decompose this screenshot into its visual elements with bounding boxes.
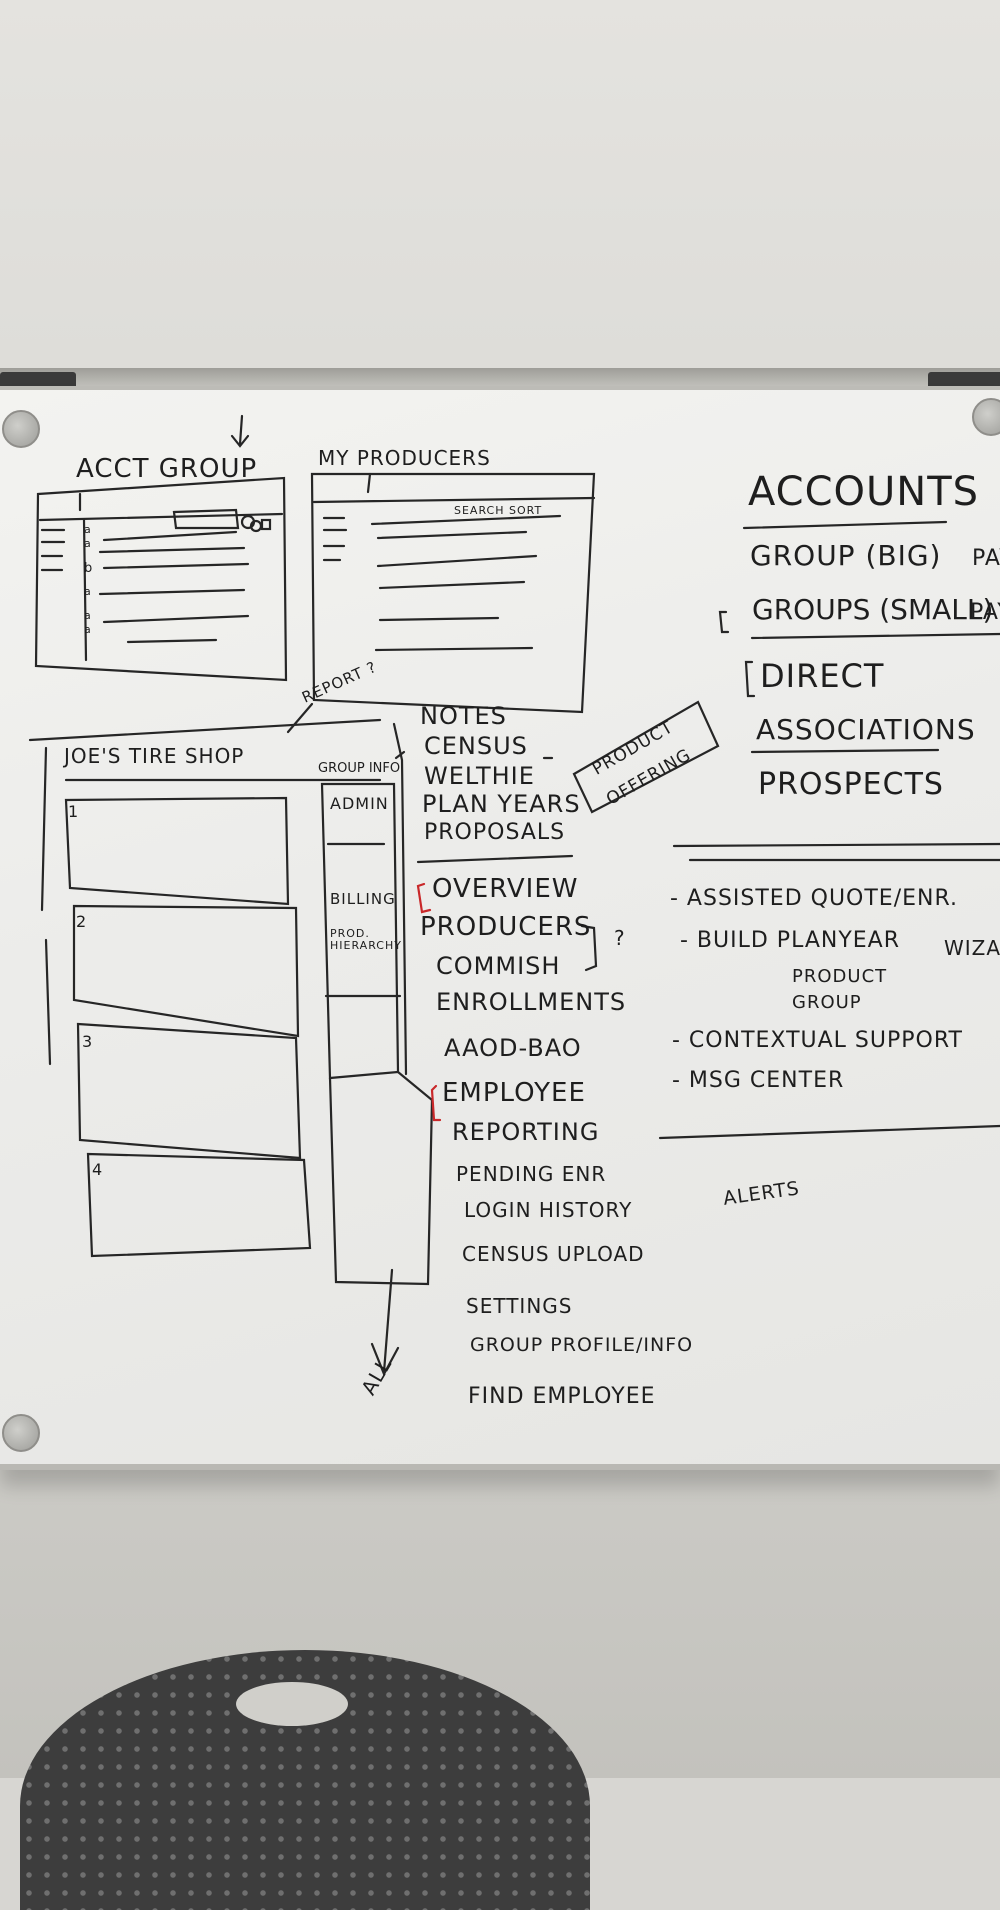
accounts-item: PROSPECTS [758, 767, 944, 802]
question-mark: ? [614, 926, 626, 950]
menu-item: PLAN YEARS [422, 790, 581, 818]
menu-item: FIND EMPLOYEE [468, 1384, 656, 1409]
feature-assisted-quote: - ASSISTED QUOTE/ENR. [670, 886, 958, 911]
feature-msg-center: - MSG CENTER [672, 1068, 845, 1093]
acct-group-row-marker: a [84, 623, 92, 636]
my-producers-title: MY PRODUCERS [318, 446, 491, 470]
menu-item: PROPOSALS [424, 820, 566, 845]
menu-item: PRODUCERS [420, 912, 592, 942]
side-menu-billing: BILLING [330, 890, 396, 908]
panel-number: 2 [76, 912, 88, 931]
feature-wizard: WIZAR [944, 936, 1000, 960]
acct-group-row-marker: a [84, 523, 92, 536]
menu-item: CENSUS [424, 732, 528, 760]
menu-item: AAOD-BAO [444, 1034, 582, 1062]
menu-item: WELTHIE [424, 762, 535, 790]
panel-number: 3 [82, 1032, 94, 1051]
board-screw-bottom-left [2, 1414, 40, 1452]
board-screw-top-left [2, 410, 40, 448]
accounts-item-suffix: PAY [972, 546, 1000, 571]
menu-item: SETTINGS [466, 1294, 573, 1318]
board-screw-top-right [972, 398, 1000, 436]
accounts-item: ASSOCIATIONS [756, 713, 976, 746]
feature-contextual-support: - CONTEXTUAL SUPPORT [672, 1028, 963, 1053]
panel-number: 1 [68, 802, 80, 821]
menu-item: CENSUS UPLOAD [462, 1242, 645, 1266]
acct-group-row-marker: b [84, 561, 94, 576]
menu-item: NOTES [420, 702, 507, 730]
board-top-tray [0, 368, 1000, 390]
menu-item: COMMISH [436, 952, 561, 980]
accounts-item: GROUP (BIG) [750, 539, 942, 572]
side-menu-prod-hierarchy: PROD. HIERARCHY [330, 927, 402, 953]
group-info-label: GROUP INFO [318, 761, 401, 776]
feature-build-planyear: - BUILD PLANYEAR [680, 928, 901, 953]
menu-item: PENDING ENR [456, 1162, 607, 1186]
acct-group-row-marker: a [84, 537, 92, 550]
joes-tire-shop-title: JOE'S TIRE SHOP [64, 744, 245, 768]
menu-item: LOGIN HISTORY [464, 1198, 633, 1222]
chair-handle-hole [236, 1682, 348, 1726]
acct-group-row-marker: a [84, 585, 92, 598]
menu-item: REPORTING [452, 1118, 600, 1146]
feature-group: GROUP [792, 992, 862, 1013]
menu-item: EMPLOYEE [442, 1078, 586, 1108]
whiteboard-sketch-lines [28, 414, 1000, 1377]
accounts-item: DIRECT [760, 657, 885, 695]
side-menu-admin: ADMIN [330, 794, 389, 813]
whiteboard [0, 386, 1000, 1470]
accounts-item-suffix: PAY [970, 600, 1000, 625]
feature-product: PRODUCT [792, 966, 888, 987]
menu-item: ENROLLMENTS [436, 988, 627, 1016]
menu-item: OVERVIEW [432, 874, 579, 904]
acct-group-title: ACCT GROUP [76, 454, 258, 484]
search-sort-toolbar-label: SEARCH SORT [454, 504, 543, 517]
acct-group-row-marker: a [84, 609, 92, 622]
panel-number: 4 [92, 1160, 104, 1179]
accounts-item: GROUPS (SMALL) [752, 593, 994, 626]
menu-item: GROUP PROFILE/INFO [470, 1334, 694, 1356]
accounts-title: ACCOUNTS [748, 469, 980, 515]
